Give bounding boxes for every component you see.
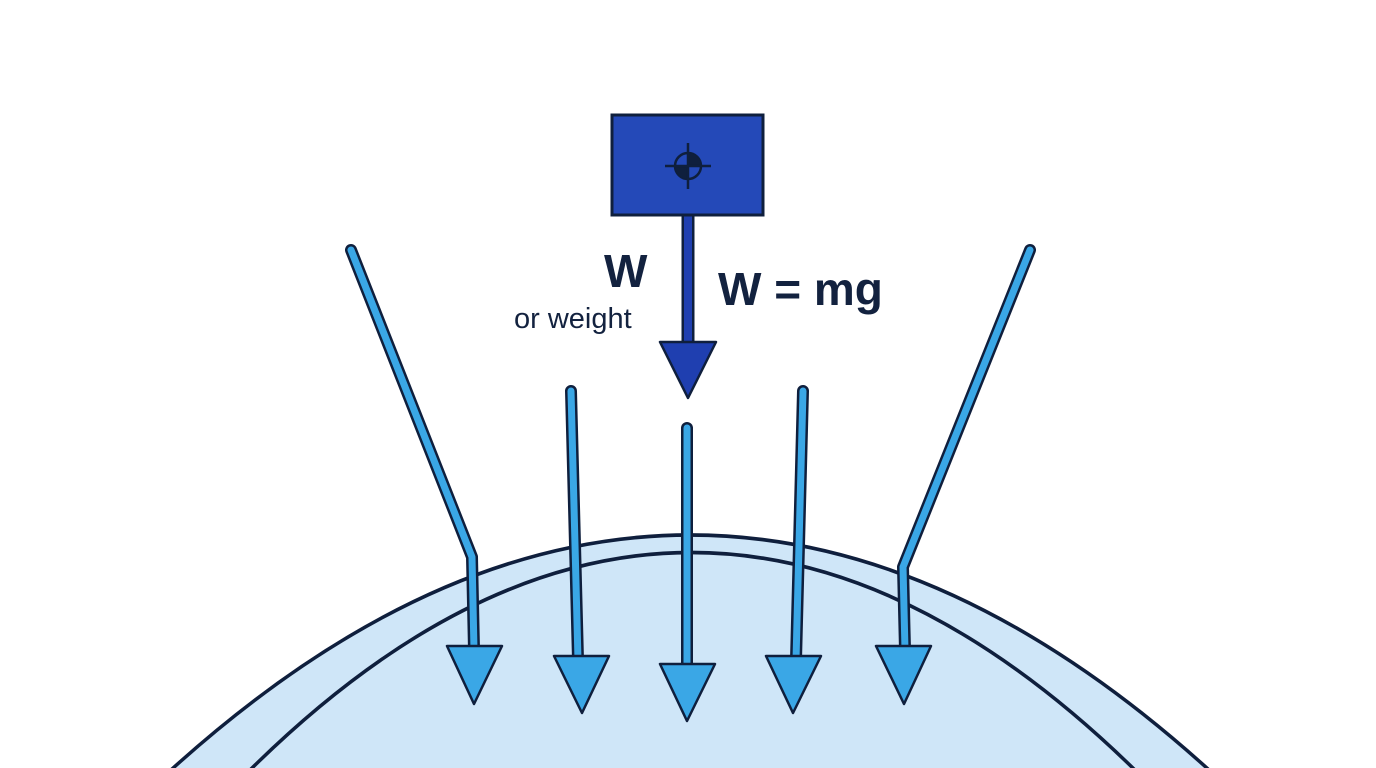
field-arrow-far-left <box>345 244 504 706</box>
weight-force-arrow <box>658 196 718 400</box>
field-arrow-right <box>764 385 823 715</box>
field-arrow-left <box>552 385 611 715</box>
weight-word-label: or weight <box>514 303 632 335</box>
field-arrow-far-right <box>874 244 1036 706</box>
field-arrow-center <box>658 422 717 723</box>
gravitational-field-arrows <box>345 244 1036 723</box>
weight-equation-label: W = mg <box>718 263 883 315</box>
weight-symbol-label: W <box>604 245 648 297</box>
center-of-mass-icon <box>665 143 711 189</box>
